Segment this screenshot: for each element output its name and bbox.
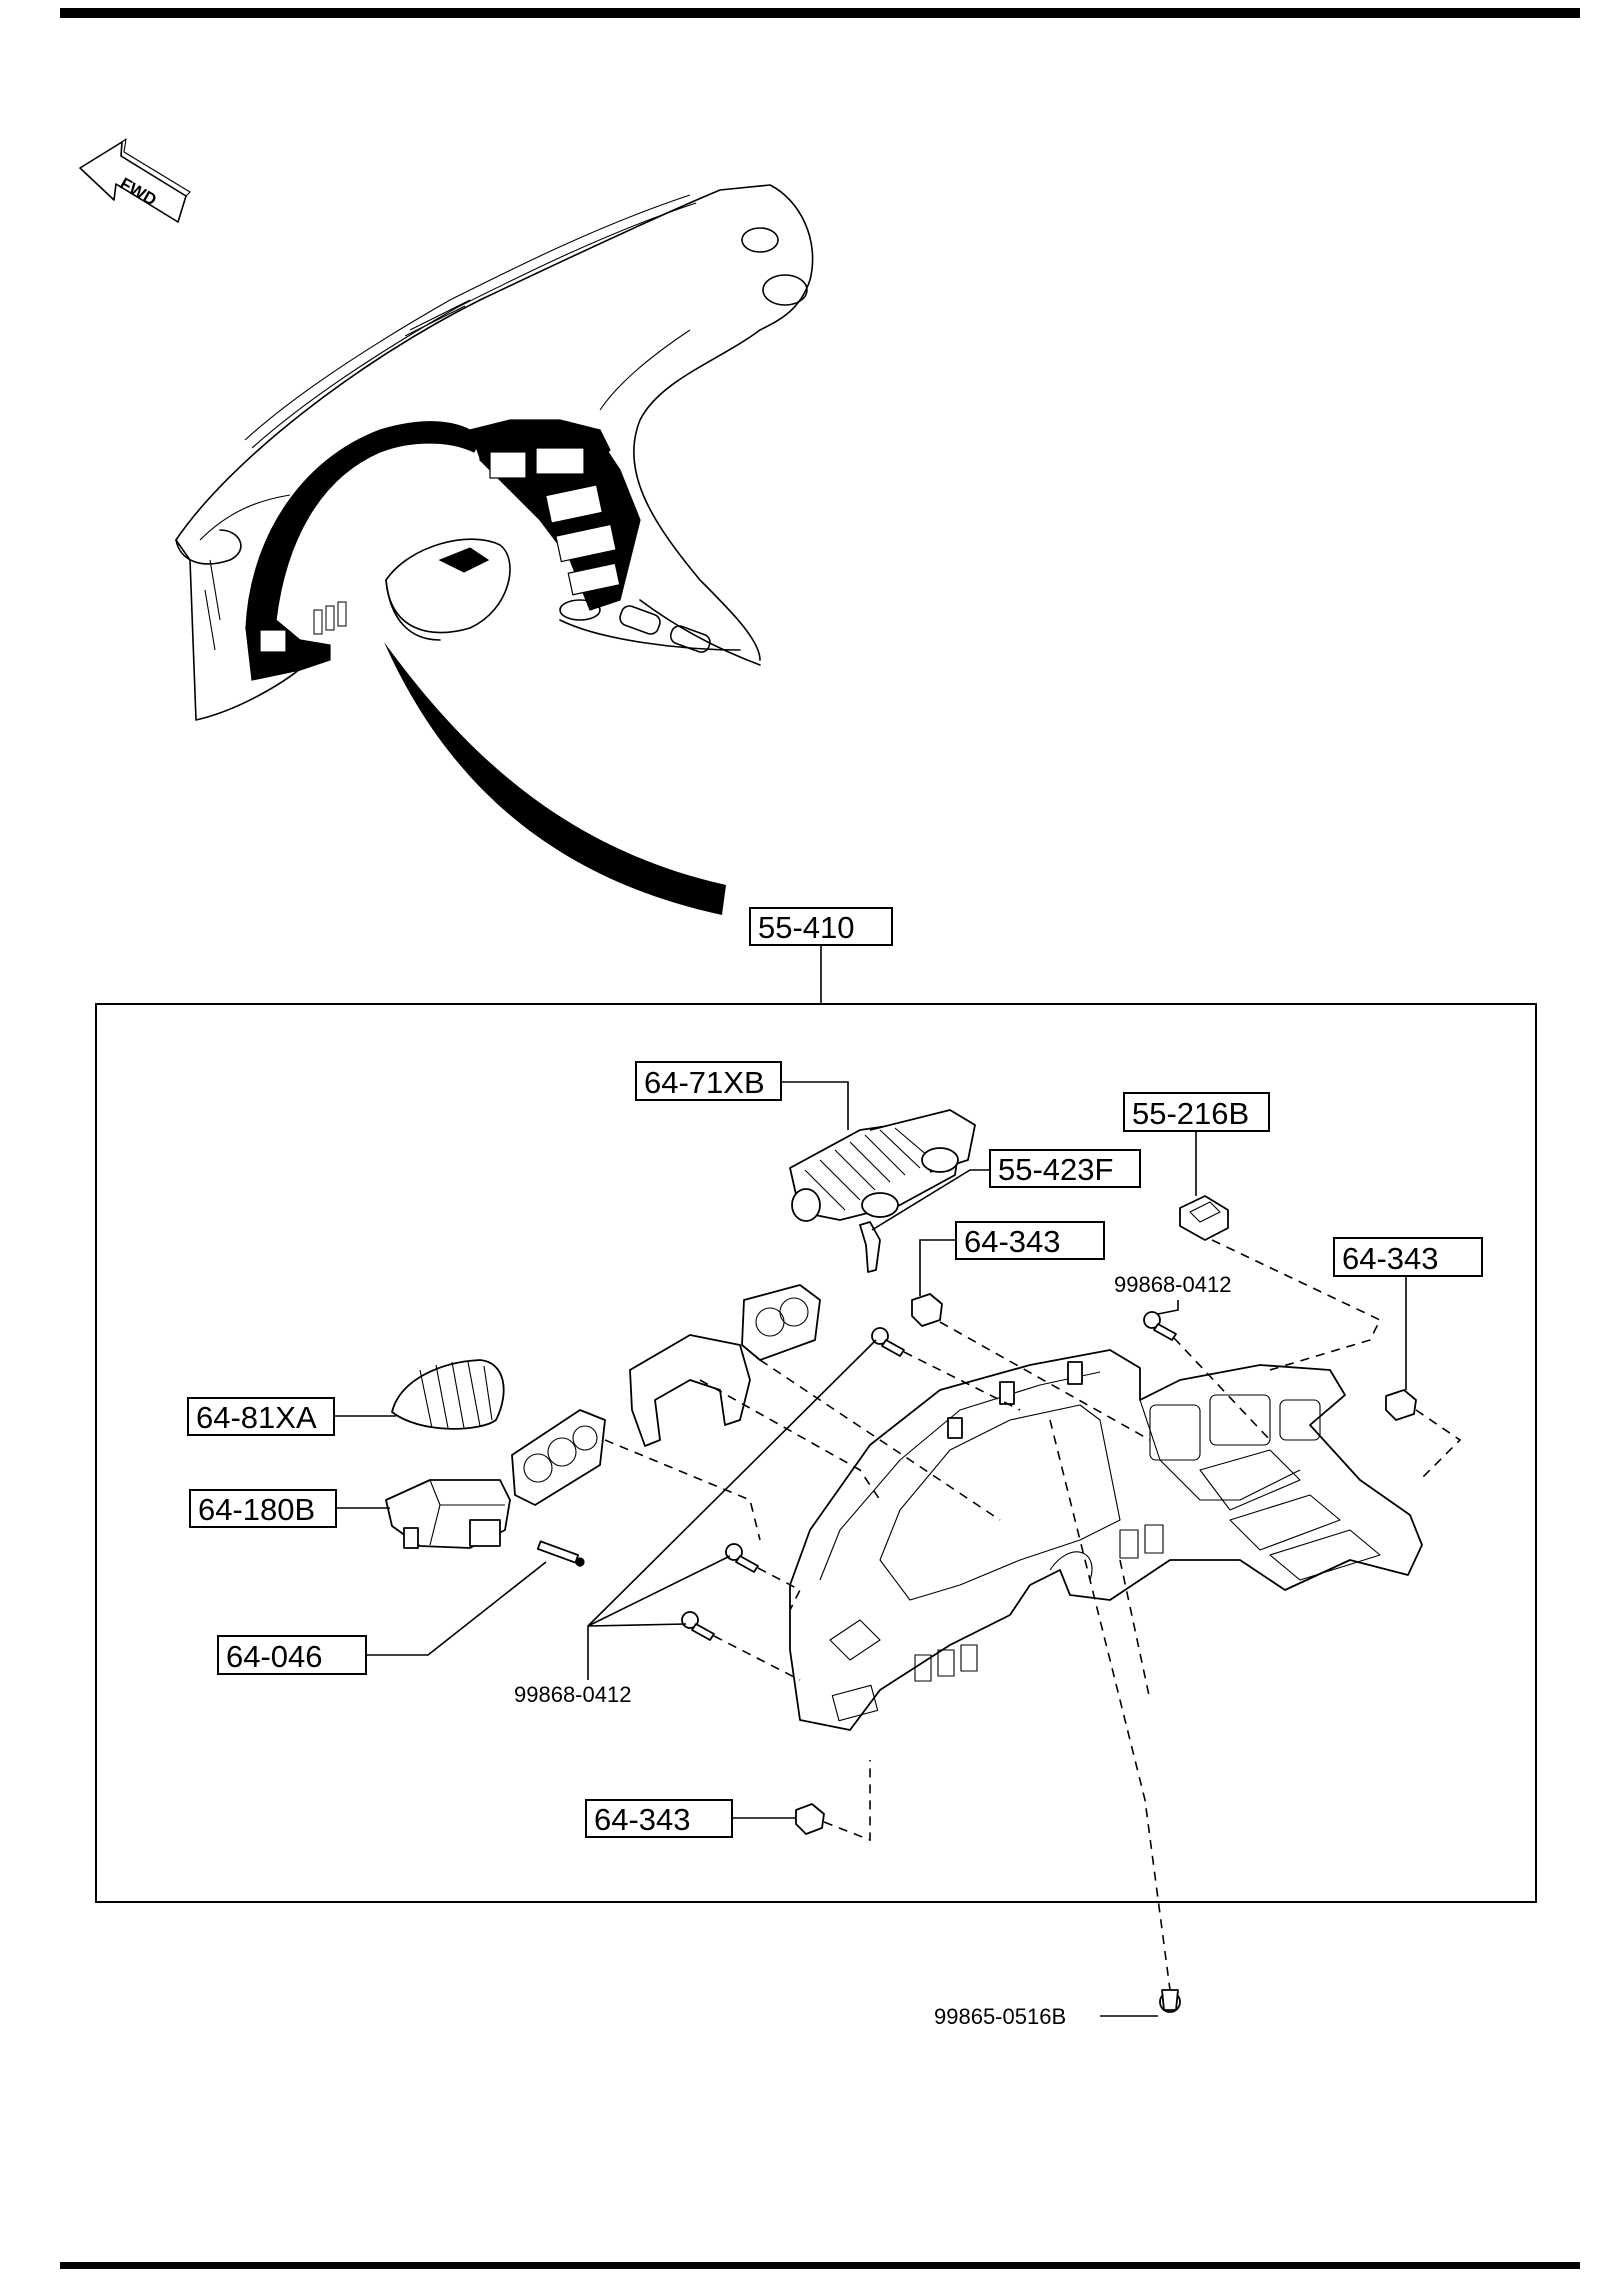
part-label-55-216b: 55-216B [1132,1096,1249,1131]
part-label-64-343-a: 64-343 [964,1224,1061,1259]
part-label-64-046: 64-046 [226,1639,323,1674]
retainer-clip-a [911,1293,943,1327]
gauge-bezel-left [511,1409,606,1506]
part-label-55-423f: 55-423F [998,1152,1113,1187]
fastener-label-99868-0412-a: 99868-0412 [1114,1272,1231,1297]
dash-panel [789,1349,1423,1731]
overview-callout-sweep [384,642,726,915]
screw-icon [1159,1989,1181,2013]
fastener-label-99868-0412-b: 99868-0412 [514,1682,631,1707]
assembly-callout: 55-410 [749,907,893,1004]
callout-64-81xa: 64-81XA [187,1397,396,1436]
callout-64-180b: 64-180B [189,1489,390,1528]
retainer-clip-c [795,1803,825,1835]
gauge-bezel-right [741,1284,821,1361]
center-frame-bracket [629,1334,751,1447]
detail-frame [95,1003,1537,1903]
fwd-label: FWD [117,174,160,210]
callout-99865-0516b: 99865-0516B [934,2004,1158,2029]
callout-64-046: 64-046 [217,1561,547,1675]
bottom-rule [60,2262,1580,2269]
screw-icon [1143,1311,1177,1341]
part-label-64-180b: 64-180B [198,1492,315,1527]
callout-64-343-b: 64-343 [1333,1237,1483,1390]
callout-64-71xb: 64-71XB [635,1061,849,1130]
callout-55-423f: 55-423F [871,1149,1141,1231]
screw-icon [681,1611,715,1641]
part-label-64-81xa: 64-81XA [196,1400,317,1435]
fwd-arrow-icon: FWD [79,138,191,223]
fastener-label-99865-0516b: 99865-0516B [934,2004,1066,2029]
part-label-64-343-b: 64-343 [1342,1241,1439,1276]
bracket-part [1179,1195,1229,1241]
callout-99868-0412-b: 99868-0412 [514,1339,877,1707]
screw-icon [725,1543,759,1573]
clip-part [859,1221,881,1273]
part-label-64-343-c: 64-343 [594,1802,691,1837]
side-vent [391,1359,505,1430]
switch-housing [385,1479,511,1549]
dashboard-overview [175,184,814,721]
screw-icon [871,1327,905,1357]
callout-64-343-a: 64-343 [919,1221,1105,1296]
bulb-part [536,1540,585,1567]
center-vent-assembly [789,1109,976,1222]
callout-55-216b: 55-216B [1123,1092,1270,1196]
callout-64-343-c: 64-343 [585,1799,796,1838]
callout-99868-0412-a: 99868-0412 [1114,1272,1231,1315]
retainer-clip-b [1385,1389,1417,1421]
assembly-label: 55-410 [758,910,855,945]
part-label-64-71xb: 64-71XB [644,1065,765,1100]
assembly-lines [604,1239,1462,1991]
top-rule [60,8,1580,18]
